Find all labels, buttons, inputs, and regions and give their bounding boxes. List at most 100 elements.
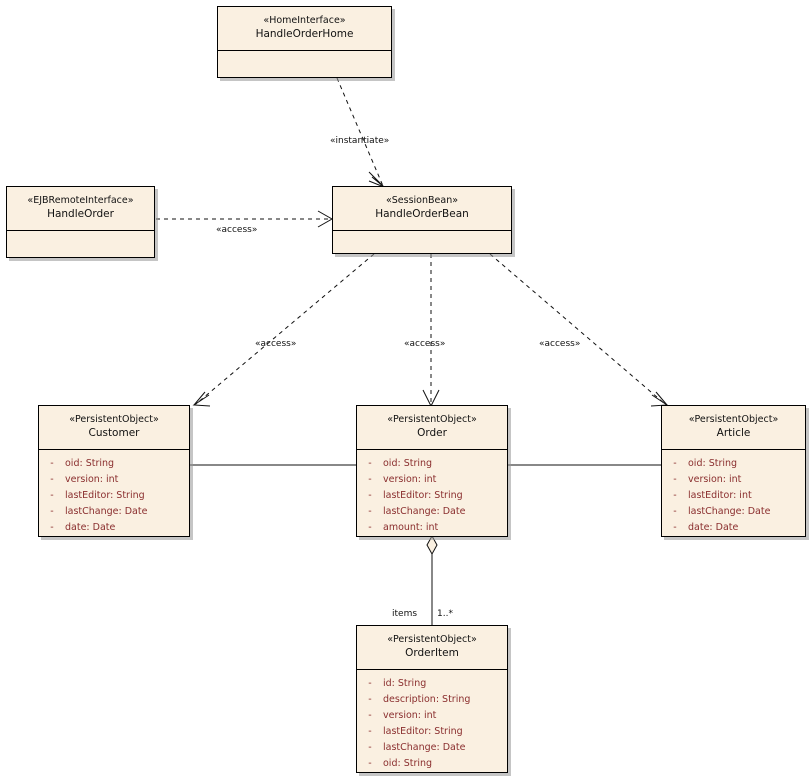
attribute-text: lastChange: Date	[383, 506, 466, 517]
edge-label-instantiate: «instantiate»	[330, 136, 390, 146]
class-name: OrderItem	[405, 647, 459, 659]
attribute-visibility: -	[50, 490, 54, 501]
class-attributes-handle-order-home	[218, 51, 391, 89]
attribute-visibility: -	[50, 474, 54, 485]
attribute-visibility: -	[368, 710, 372, 721]
class-box-order-item[interactable]: «PersistentObject» OrderItem - id: Strin…	[356, 625, 508, 773]
attribute-visibility: -	[368, 490, 372, 501]
class-name: Article	[716, 427, 751, 439]
attribute-text: version: int	[383, 710, 437, 721]
attribute-visibility: -	[50, 458, 54, 469]
attribute-visibility: -	[673, 490, 677, 501]
class-attributes-order: - oid: String - version: int - lastEdito…	[357, 450, 507, 542]
class-name: HandleOrderBean	[375, 208, 469, 220]
attribute-text: date: Date	[688, 522, 739, 533]
attribute-row: - amount: int	[357, 520, 507, 536]
class-attributes-order-item: - id: String - description: String - ver…	[357, 670, 507, 778]
attribute-visibility: -	[368, 678, 372, 689]
class-header-handle-order-bean: «SessionBean» HandleOrderBean	[333, 187, 511, 231]
attribute-row: - lastEditor: String	[357, 488, 507, 504]
attribute-row: - lastChange: Date	[662, 504, 805, 520]
class-attributes-customer: - oid: String - version: int - lastEdito…	[39, 450, 189, 542]
attribute-row: - version: int	[39, 472, 189, 488]
edge-access-customer	[192, 253, 375, 407]
attribute-text: description: String	[383, 694, 471, 705]
attribute-row: - oid: String	[662, 456, 805, 472]
attribute-row: - version: int	[662, 472, 805, 488]
class-box-order[interactable]: «PersistentObject» Order - oid: String -…	[356, 405, 508, 537]
attribute-visibility: -	[673, 506, 677, 517]
class-stereotype: «PersistentObject»	[387, 634, 477, 645]
class-header-handle-order: «EJBRemoteInterface» HandleOrder	[7, 187, 154, 231]
class-header-customer: «PersistentObject» Customer	[39, 406, 189, 450]
attribute-text: lastEditor: int	[688, 490, 752, 501]
attribute-text: lastChange: Date	[65, 506, 148, 517]
class-stereotype: «HomeInterface»	[263, 15, 346, 26]
attribute-row: - lastChange: Date	[39, 504, 189, 520]
class-attributes-handle-order-bean	[333, 231, 511, 269]
class-header-order-item: «PersistentObject» OrderItem	[357, 626, 507, 670]
attribute-row: - version: int	[357, 472, 507, 488]
attribute-row: - oid: String	[357, 456, 507, 472]
class-box-handle-order[interactable]: «EJBRemoteInterface» HandleOrder	[6, 186, 155, 258]
class-header-handle-order-home: «HomeInterface» HandleOrderHome	[218, 7, 391, 51]
class-box-handle-order-home[interactable]: «HomeInterface» HandleOrderHome	[217, 6, 392, 78]
edge-label-access-customer: «access»	[255, 339, 297, 349]
attribute-visibility: -	[368, 694, 372, 705]
attribute-visibility: -	[368, 474, 372, 485]
attribute-row: - oid: String	[357, 756, 507, 772]
attribute-row: - lastEditor: int	[662, 488, 805, 504]
attribute-text: lastEditor: String	[383, 490, 463, 501]
class-stereotype: «SessionBean»	[385, 195, 459, 206]
attribute-text: oid: String	[65, 458, 115, 469]
attribute-visibility: -	[50, 506, 54, 517]
association-role-items: items	[392, 609, 418, 619]
attribute-text: oid: String	[383, 458, 433, 469]
edge-label-access-article: «access»	[539, 339, 581, 349]
class-stereotype: «PersistentObject»	[387, 414, 477, 425]
class-stereotype: «EJBRemoteInterface»	[27, 195, 134, 206]
attribute-visibility: -	[368, 522, 372, 533]
attribute-text: lastChange: Date	[383, 742, 466, 753]
attribute-visibility: -	[673, 474, 677, 485]
class-stereotype: «PersistentObject»	[688, 414, 779, 425]
class-stereotype: «PersistentObject»	[69, 414, 159, 425]
class-attributes-article: - oid: String - version: int - lastEdito…	[662, 450, 805, 542]
class-box-customer[interactable]: «PersistentObject» Customer - oid: Strin…	[38, 405, 190, 537]
attribute-row: - lastEditor: String	[39, 488, 189, 504]
attribute-visibility: -	[50, 522, 54, 533]
attribute-visibility: -	[368, 506, 372, 517]
attribute-text: lastEditor: String	[383, 726, 463, 737]
edge-access-order	[422, 254, 440, 408]
attribute-text: oid: String	[688, 458, 738, 469]
attribute-row: - version: int	[357, 708, 507, 724]
attribute-text: oid: String	[383, 758, 433, 769]
attribute-row: - oid: String	[39, 456, 189, 472]
attribute-text: lastEditor: String	[65, 490, 145, 501]
edge-access-article	[489, 253, 669, 407]
attribute-visibility: -	[368, 742, 372, 753]
edge-order-orderitem	[426, 534, 438, 625]
attribute-visibility: -	[673, 458, 677, 469]
class-name: Customer	[88, 427, 140, 439]
attribute-text: version: int	[65, 474, 119, 485]
attribute-row: - lastChange: Date	[357, 740, 507, 756]
attribute-visibility: -	[673, 522, 677, 533]
class-name: HandleOrder	[47, 208, 114, 220]
edge-label-access-remote: «access»	[216, 225, 258, 235]
association-multiplicity-items: 1..*	[437, 609, 453, 619]
class-header-article: «PersistentObject» Article	[662, 406, 805, 450]
attribute-text: id: String	[383, 678, 427, 689]
class-box-handle-order-bean[interactable]: «SessionBean» HandleOrderBean	[332, 186, 512, 254]
class-header-order: «PersistentObject» Order	[357, 406, 507, 450]
edge-instantiate	[336, 77, 385, 188]
attribute-row: - description: String	[357, 692, 507, 708]
class-attributes-handle-order	[7, 231, 154, 269]
attribute-row: - lastChange: Date	[357, 504, 507, 520]
attribute-text: lastChange: Date	[688, 506, 771, 517]
attribute-text: date: Date	[65, 522, 116, 533]
attribute-visibility: -	[368, 458, 372, 469]
class-box-article[interactable]: «PersistentObject» Article - oid: String…	[661, 405, 806, 537]
attribute-row: - lastEditor: String	[357, 724, 507, 740]
